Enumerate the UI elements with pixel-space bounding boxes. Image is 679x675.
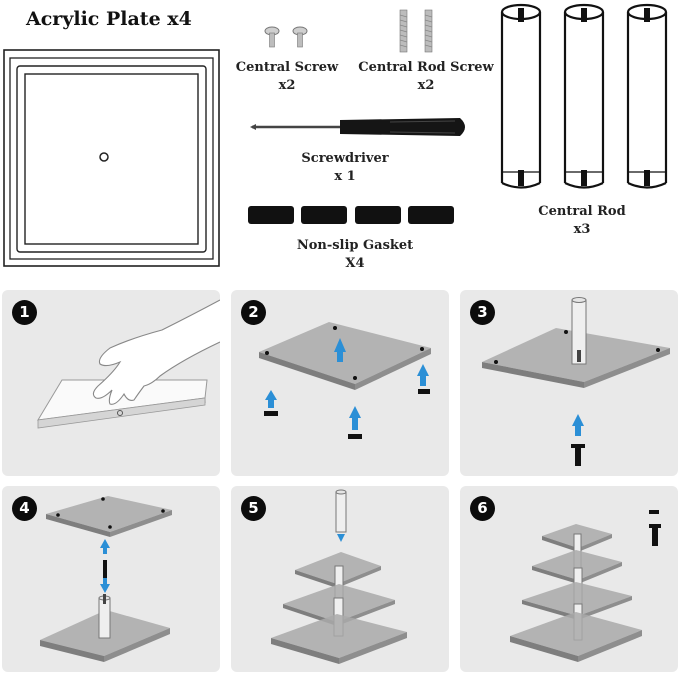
rod-screw-drawing <box>399 9 433 53</box>
rod-screw-label: Central Rod Screw <box>358 60 494 75</box>
rod-screw-qty: x2 <box>417 78 435 93</box>
step-2-arrows <box>265 338 429 430</box>
central-screw-drawing <box>264 26 308 48</box>
step-6-illustration <box>510 510 661 662</box>
screwdriver-qty: x 1 <box>334 169 356 184</box>
step-2-badge: 2 <box>241 300 266 325</box>
gasket-drawing <box>248 206 454 224</box>
step-1-badge: 1 <box>12 300 37 325</box>
central-rod-label: Central Rod <box>538 204 626 219</box>
central-screw-qty: x2 <box>278 78 296 93</box>
step-3-illustration <box>482 297 670 466</box>
central-screw-label: Central Screw <box>235 60 339 75</box>
central-rod-drawing <box>500 3 668 189</box>
step-3-badge: 3 <box>470 300 495 325</box>
step-4-badge: 4 <box>12 496 37 521</box>
step-5-badge: 5 <box>241 496 266 521</box>
central-rod-qty: x3 <box>573 222 591 237</box>
step-4-illustration <box>40 496 172 662</box>
step-5-illustration <box>271 489 407 664</box>
step-3-panel: 3 <box>460 290 678 476</box>
step-4-panel: 4 <box>2 486 220 672</box>
step-2-illustration <box>259 322 431 439</box>
step-5-panel: 5 <box>231 486 449 672</box>
acrylic-plate-drawing <box>3 49 220 267</box>
step-6-panel: 6 <box>460 486 678 672</box>
parts-illustration <box>3 3 668 267</box>
gasket-label: Non-slip Gasket <box>296 238 414 253</box>
acrylic-plate-title: Acrylic Plate x4 <box>26 8 192 30</box>
screwdriver-drawing <box>250 118 465 136</box>
step-2-panel: 2 <box>231 290 449 476</box>
step-1-panel: 1 <box>2 290 220 476</box>
step-1-illustration <box>37 299 220 429</box>
screwdriver-label: Screwdriver <box>301 151 389 166</box>
step-6-badge: 6 <box>470 496 495 521</box>
gasket-qty: X4 <box>345 256 365 271</box>
